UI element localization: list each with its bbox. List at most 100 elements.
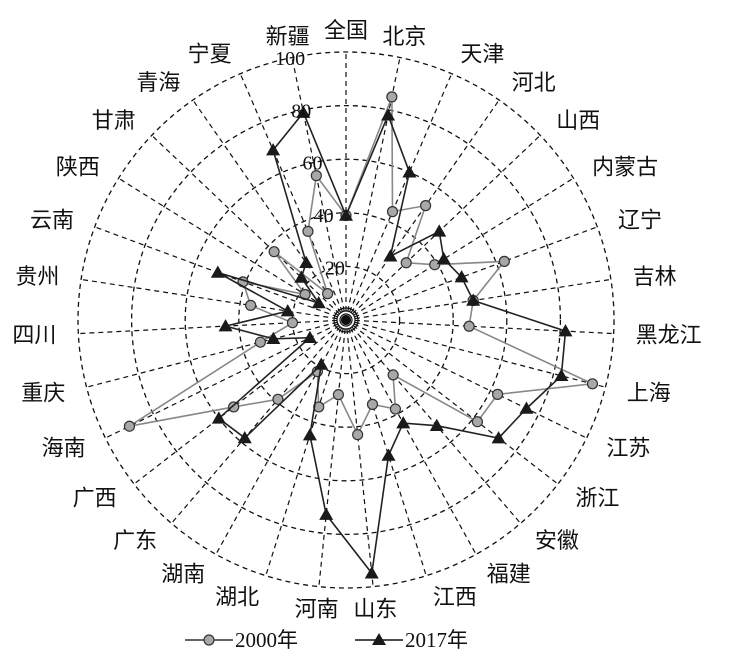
data-point-江苏	[519, 401, 534, 414]
category-label: 河北	[512, 71, 556, 96]
data-point-宁夏	[302, 225, 314, 237]
legend-item-2000年: 2000年	[185, 628, 298, 652]
radial-tick-80: 80	[291, 100, 311, 122]
radial-tick-100: 100	[275, 48, 305, 70]
data-point-重庆	[254, 336, 266, 348]
category-label: 江苏	[606, 437, 650, 462]
category-label: 新疆	[266, 25, 310, 50]
category-label: 重庆	[21, 382, 65, 407]
data-point-福建	[396, 416, 411, 429]
grid-spoke	[78, 319, 347, 335]
data-point-福建	[389, 403, 402, 415]
data-point-北京	[381, 108, 396, 121]
grid-spoke	[345, 319, 522, 524]
radial-tick-20: 20	[325, 258, 345, 280]
grid-spoke	[345, 319, 587, 439]
data-point-内蒙古	[429, 259, 441, 271]
grid-spoke	[345, 73, 453, 321]
category-label: 辽宁	[618, 208, 662, 233]
data-point-广西	[228, 401, 240, 413]
radial-tick-labels: 20 40 60 80 100	[275, 48, 345, 280]
data-point-黑龙江	[463, 320, 475, 332]
grid-ring-60	[184, 158, 508, 482]
category-label: 贵州	[15, 265, 59, 290]
series-2000年	[123, 91, 599, 441]
grid-ring-20	[291, 265, 401, 375]
category-label: 上海	[627, 382, 671, 407]
category-label: 河南	[295, 598, 339, 623]
data-point-安徽	[387, 369, 399, 381]
data-point-甘肃	[294, 270, 309, 283]
grid-spoke	[170, 319, 347, 524]
legend-marker	[372, 633, 386, 645]
center-ring	[339, 313, 353, 327]
data-point-天津	[386, 206, 399, 218]
data-point-江苏	[491, 388, 504, 400]
legend-label: 2017年	[405, 628, 468, 652]
data-point-青海	[322, 288, 334, 300]
data-point-甘肃	[268, 246, 280, 258]
category-labels: 全国北京天津河北山西内蒙古辽宁吉林黑龙江上海江苏浙江安徽福建江西山东河南湖北湖南…	[12, 19, 701, 623]
data-point-湖南	[314, 357, 329, 370]
data-point-上海	[554, 368, 569, 382]
series-2017年	[210, 105, 573, 579]
data-point-贵州	[245, 299, 257, 311]
data-point-上海	[586, 378, 599, 390]
category-label: 山西	[556, 109, 600, 134]
legend-item-2017年: 2017年	[355, 628, 468, 652]
data-point-河南	[319, 507, 334, 520]
category-label: 江西	[433, 586, 477, 611]
data-point-辽宁	[454, 270, 469, 283]
category-label: 宁夏	[188, 43, 232, 68]
data-point-内蒙古	[436, 252, 451, 265]
radial-tick-60: 60	[302, 153, 322, 175]
data-point-贵州	[280, 304, 295, 317]
grid-spoke	[265, 319, 347, 576]
category-label: 黑龙江	[636, 324, 702, 349]
data-point-吉林	[466, 293, 481, 306]
data-point-北京	[386, 91, 398, 103]
grid-spoke	[345, 134, 541, 321]
data-point-山西	[432, 224, 447, 237]
data-point-山东	[364, 566, 379, 579]
data-point-江西	[381, 448, 396, 461]
data-point-广东	[272, 393, 284, 405]
category-label: 湖北	[215, 586, 259, 611]
data-point-全国	[339, 208, 353, 221]
data-point-四川	[286, 317, 299, 329]
data-point-云南	[210, 265, 225, 278]
grid-spoke	[318, 319, 347, 587]
category-label: 广东	[113, 529, 157, 554]
data-point-重庆	[266, 331, 281, 345]
grid-spoke	[345, 319, 427, 576]
category-label: 湖南	[161, 563, 205, 588]
category-label: 北京	[382, 25, 426, 50]
data-point-新疆	[310, 170, 322, 182]
grid-ring-100	[77, 51, 615, 589]
category-label: 甘肃	[92, 109, 136, 134]
data-point-广东	[237, 430, 252, 444]
data-point-河北	[420, 200, 432, 212]
data-point-湖北	[302, 428, 317, 441]
data-point-天津	[402, 165, 417, 178]
data-point-浙江	[471, 416, 483, 428]
legend: 2000年 2017年	[185, 628, 468, 652]
data-point-黑龙江	[558, 324, 573, 337]
data-point-江西	[366, 398, 379, 410]
radar-series	[123, 91, 599, 579]
data-point-山西	[400, 257, 412, 269]
data-point-新疆	[296, 105, 311, 118]
data-point-浙江	[491, 431, 506, 444]
data-point-海南	[123, 420, 136, 432]
data-point-河北	[383, 249, 398, 262]
grid-spoke	[345, 319, 559, 485]
radar-grid	[77, 51, 615, 589]
data-point-广西	[211, 411, 226, 424]
category-label: 云南	[30, 208, 74, 233]
category-label: 陕西	[56, 156, 100, 181]
data-point-海南	[302, 330, 317, 343]
category-label: 海南	[42, 437, 86, 462]
data-point-辽宁	[498, 255, 510, 267]
radial-tick-40: 40	[314, 205, 334, 227]
